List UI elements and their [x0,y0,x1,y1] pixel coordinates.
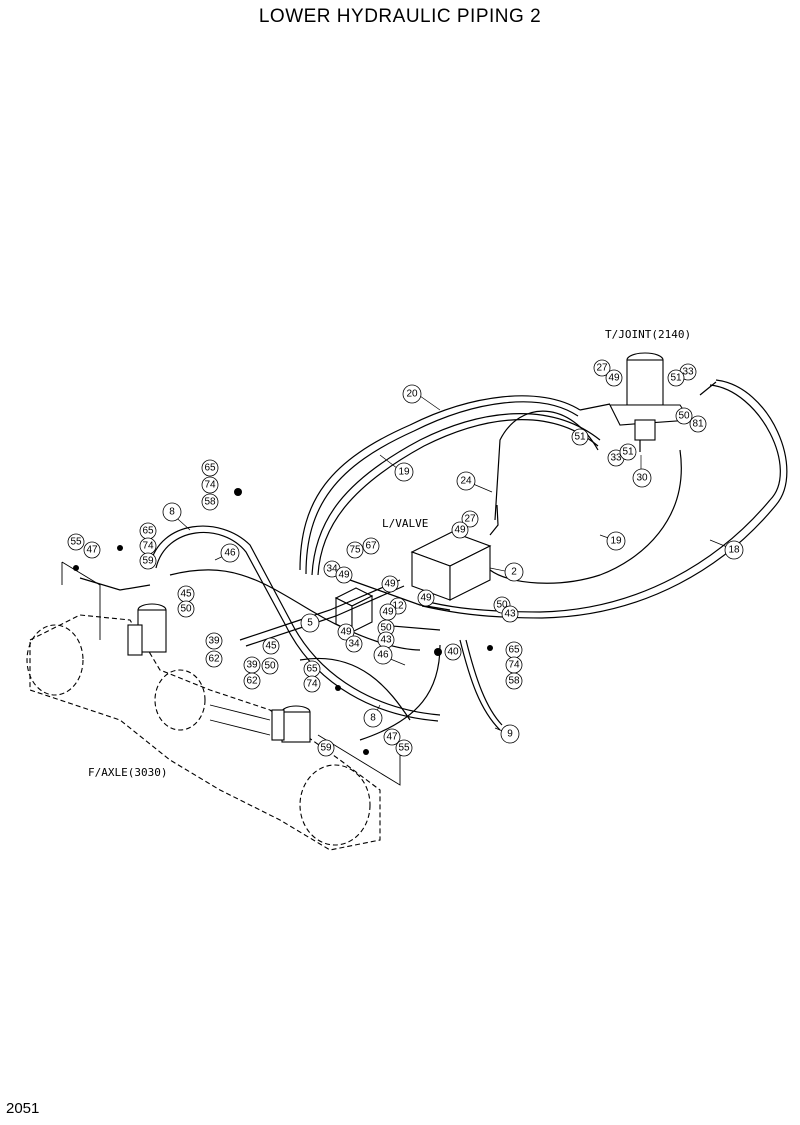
svg-text:30: 30 [636,473,648,484]
swivel-joint [579,352,717,452]
svg-text:19: 19 [398,467,410,478]
svg-text:33: 33 [610,453,622,464]
svg-text:51: 51 [574,432,586,443]
svg-text:74: 74 [508,660,520,671]
svg-text:67: 67 [365,541,377,552]
l-valve-block [410,504,499,601]
svg-text:49: 49 [384,579,396,590]
hose-loop [299,379,788,619]
svg-text:65: 65 [142,526,154,537]
svg-text:59: 59 [320,743,332,754]
svg-text:50: 50 [496,600,508,611]
svg-text:65: 65 [306,664,318,675]
manifold-block-5 [334,587,374,633]
label-l-valve: L/VALVE [382,517,428,530]
svg-text:51: 51 [622,447,634,458]
svg-text:81: 81 [692,419,704,430]
svg-text:50: 50 [678,411,690,422]
page-title: LOWER HYDRAULIC PIPING 2 [258,6,542,27]
svg-text:40: 40 [447,647,459,658]
svg-text:27: 27 [596,363,608,374]
svg-text:55: 55 [398,743,410,754]
svg-text:34: 34 [348,639,360,650]
svg-text:49: 49 [454,525,466,536]
svg-text:62: 62 [208,654,220,665]
svg-text:58: 58 [508,676,520,687]
svg-text:50: 50 [180,604,192,615]
svg-text:2: 2 [511,567,517,578]
front-axle [26,603,381,851]
svg-text:5: 5 [307,618,313,629]
svg-text:74: 74 [142,541,154,552]
svg-text:49: 49 [340,627,352,638]
svg-text:47: 47 [86,545,98,556]
svg-text:74: 74 [306,679,318,690]
svg-text:49: 49 [420,593,432,604]
svg-text:19: 19 [610,536,622,547]
page-number: 2051 [6,1100,40,1117]
svg-text:62: 62 [246,676,258,687]
svg-text:50: 50 [380,623,392,634]
svg-text:18: 18 [728,545,740,556]
svg-text:8: 8 [169,507,175,518]
svg-text:F/AXLE(3030): F/AXLE(3030) [88,766,167,779]
svg-text:55: 55 [70,537,82,548]
callout-bubbles: 20 19 18 2 24 27 49 33 51 50 81 30 27 49… [67,359,744,757]
svg-text:43: 43 [504,609,516,620]
svg-text:47: 47 [386,732,398,743]
svg-text:T/JOINT(2140): T/JOINT(2140) [605,328,691,341]
svg-text:9: 9 [507,729,513,740]
svg-text:50: 50 [264,661,276,672]
label-t-joint: T/JOINT(2140) [605,328,691,341]
svg-text:43: 43 [380,635,392,646]
svg-text:24: 24 [460,476,472,487]
svg-text:20: 20 [406,389,418,400]
svg-text:51: 51 [670,373,682,384]
fittings [73,488,493,755]
svg-text:49: 49 [338,570,350,581]
svg-text:46: 46 [224,548,236,559]
svg-text:58: 58 [204,497,216,508]
svg-text:12: 12 [392,601,404,612]
svg-text:34: 34 [326,564,338,575]
svg-text:L/VALVE: L/VALVE [382,517,428,530]
svg-text:74: 74 [204,480,216,491]
svg-text:49: 49 [608,373,620,384]
svg-text:59: 59 [142,556,154,567]
svg-text:39: 39 [246,660,258,671]
svg-text:33: 33 [682,367,694,378]
svg-text:39: 39 [208,636,220,647]
svg-text:27: 27 [464,514,476,525]
label-f-axle: F/AXLE(3030) [88,766,167,779]
svg-text:45: 45 [265,641,277,652]
mid-hoses [79,525,503,741]
svg-text:45: 45 [180,589,192,600]
svg-text:46: 46 [377,650,389,661]
svg-text:65: 65 [204,463,216,474]
svg-text:8: 8 [370,713,376,724]
svg-text:65: 65 [508,645,520,656]
svg-text:75: 75 [349,545,361,556]
svg-text:49: 49 [382,607,394,618]
